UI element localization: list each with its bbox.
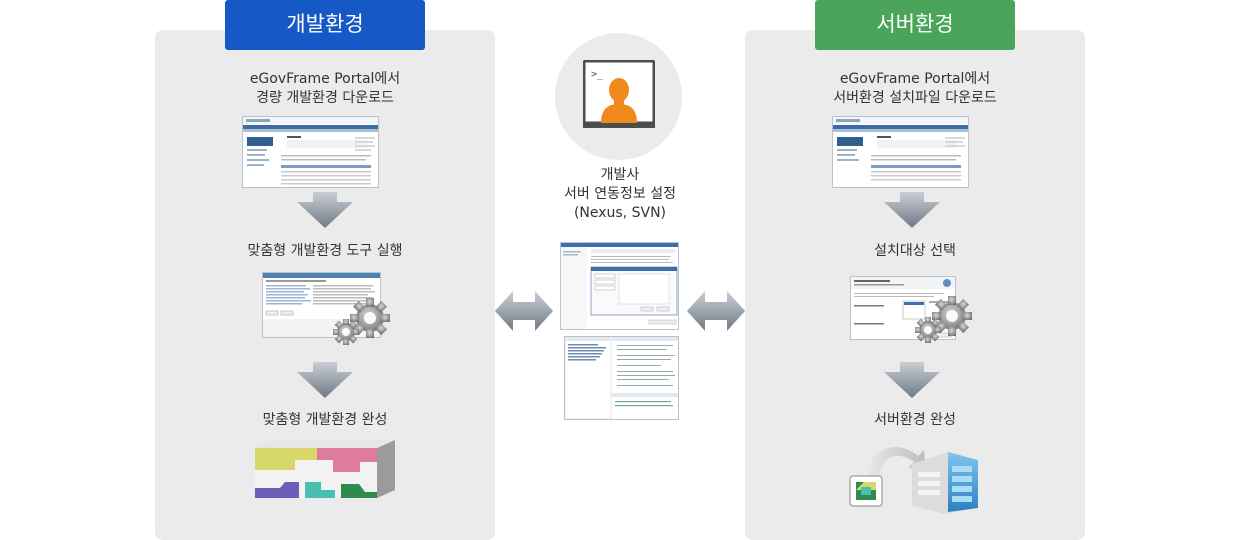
double-arrow-icon	[687, 291, 745, 331]
dev-step3-label: 맞춤형 개발환경 완성	[262, 412, 388, 428]
server-step2-label: 설치대상 선택	[874, 243, 956, 259]
custom-environment-icon	[255, 440, 395, 498]
dev-environment-header: 개발환경	[225, 0, 425, 50]
server-building-icon	[849, 447, 978, 514]
portal-download-screenshot	[242, 116, 379, 188]
svg-text:>_: >_	[591, 69, 604, 80]
server-step3-label: 서버환경 완성	[874, 412, 956, 428]
arrow-down-icon	[297, 192, 353, 228]
developer-label: 개발사 서버 연동정보 설정 (Nexus, SVN)	[564, 167, 676, 221]
dev-step2-label: 맞춤형 개발환경 도구 실행	[247, 243, 403, 259]
arrow-down-icon	[297, 362, 353, 398]
gear-icon	[333, 298, 390, 345]
server-environment-header: 서버환경	[815, 0, 1015, 50]
gear-icon	[915, 296, 972, 343]
double-arrow-icon	[495, 291, 553, 331]
install-target-screenshot	[850, 276, 956, 340]
arrow-down-icon	[884, 192, 940, 228]
dev-step1-label: eGovFrame Portal에서 경량 개발환경 다운로드	[249, 71, 401, 106]
server-download-screenshot	[832, 116, 969, 188]
server-link-settings-screenshot	[560, 242, 679, 330]
ide-project-screenshot	[564, 336, 679, 420]
developer-icon: >_	[583, 60, 655, 128]
arrow-down-icon	[884, 362, 940, 398]
server-step1-label: eGovFrame Portal에서 서버환경 설치파일 다운로드	[833, 71, 997, 106]
